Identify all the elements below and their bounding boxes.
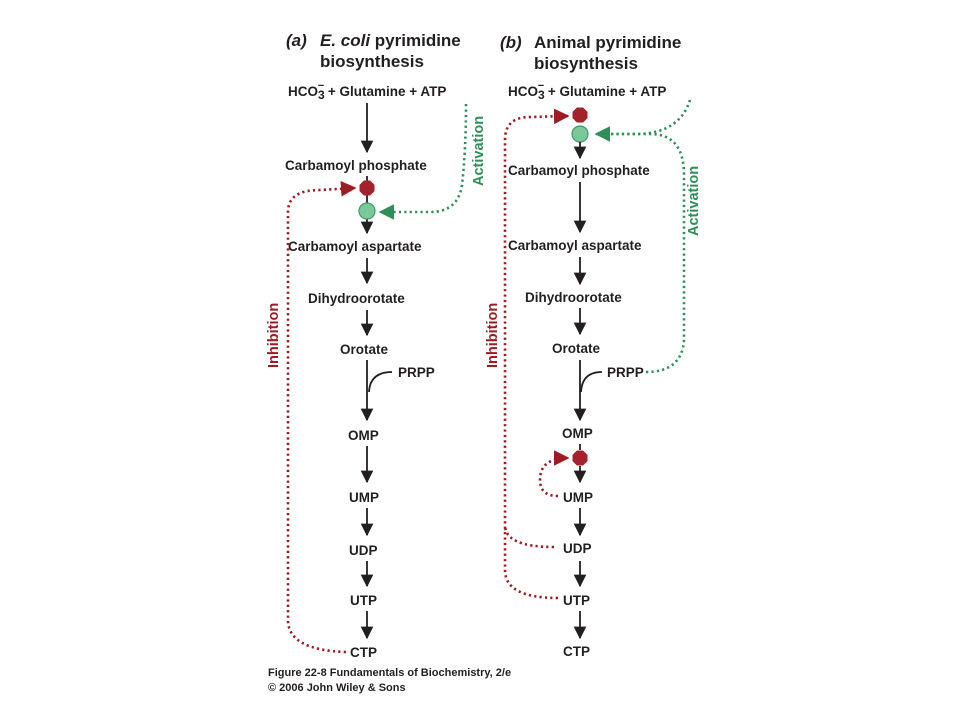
metabolite-b-ump: UMP xyxy=(563,490,593,505)
activation-label-a: Activation xyxy=(471,116,487,186)
metabolite-a-ump: UMP xyxy=(349,490,379,505)
panel-a: (a) E. coli pyrimidine biosynthesis HCO3… xyxy=(266,31,487,660)
prpp-join-b xyxy=(580,371,603,393)
inhibition-path-a xyxy=(286,181,357,654)
activation-path-b-prpp xyxy=(604,132,686,374)
inhibition-path-b-ump xyxy=(538,450,570,498)
panel-b-substrates: HCO3− + Glutamine + ATP xyxy=(508,80,666,102)
metabolite-b-carbamoyl-aspartate: Carbamoyl aspartate xyxy=(508,238,642,253)
panel-a-title-line2: biosynthesis xyxy=(320,52,424,71)
metabolite-b-udp: UDP xyxy=(563,541,592,556)
metabolite-a-utp: UTP xyxy=(350,593,377,608)
metabolite-a-orotate: Orotate xyxy=(340,342,389,357)
inhibition-site-b-top xyxy=(572,107,588,123)
prpp-b: PRPP xyxy=(607,365,644,380)
metabolite-a-carbamoyl-aspartate: Carbamoyl aspartate xyxy=(288,239,422,254)
prpp-a: PRPP xyxy=(398,365,435,380)
metabolite-b-omp: OMP xyxy=(562,426,593,441)
metabolite-a-carbamoyl-phosphate: Carbamoyl phosphate xyxy=(285,158,427,173)
panel-b: (b) Animal pyrimidine biosynthesis HCO3−… xyxy=(485,33,702,659)
figure-caption-line2: © 2006 John Wiley & Sons xyxy=(268,682,406,694)
inhibition-label-b: Inhibition xyxy=(485,303,501,368)
metabolite-b-carbamoyl-phosphate: Carbamoyl phosphate xyxy=(508,163,650,178)
inhibition-label-a: Inhibition xyxy=(266,303,282,368)
activation-site-b xyxy=(571,125,589,143)
activation-path-b-atp xyxy=(594,99,692,142)
inhibition-path-b-udp xyxy=(503,524,555,549)
metabolite-b-orotate: Orotate xyxy=(552,341,601,356)
metabolite-b-dihydroorotate: Dihydroorotate xyxy=(525,290,622,305)
metabolite-b-ctp: CTP xyxy=(563,644,590,659)
panel-a-label: (a) xyxy=(286,31,307,50)
panel-a-substrates: HCO3− + Glutamine + ATP xyxy=(288,80,446,102)
metabolite-a-ctp: CTP xyxy=(350,645,377,660)
panel-b-label: (b) xyxy=(500,33,522,52)
metabolite-a-udp: UDP xyxy=(349,543,378,558)
inhibition-path-b-utp xyxy=(503,108,570,600)
inhibition-site-a xyxy=(359,180,375,196)
activation-site-a xyxy=(358,202,376,220)
activation-label-b: Activation xyxy=(686,166,702,236)
metabolite-a-omp: OMP xyxy=(348,428,379,443)
prpp-join-a xyxy=(368,371,393,393)
panel-b-title-line2: biosynthesis xyxy=(534,54,638,73)
figure-caption-line1: Figure 22-8 Fundamentals of Biochemistry… xyxy=(268,667,511,679)
panel-b-title-line1: Animal pyrimidine xyxy=(534,33,681,52)
metabolite-b-utp: UTP xyxy=(563,593,590,608)
panel-a-title-line1: E. coli pyrimidine xyxy=(320,31,461,50)
inhibition-site-b-omp xyxy=(572,450,588,466)
activation-path-a xyxy=(378,103,468,220)
metabolite-a-dihydroorotate: Dihydroorotate xyxy=(308,291,405,306)
